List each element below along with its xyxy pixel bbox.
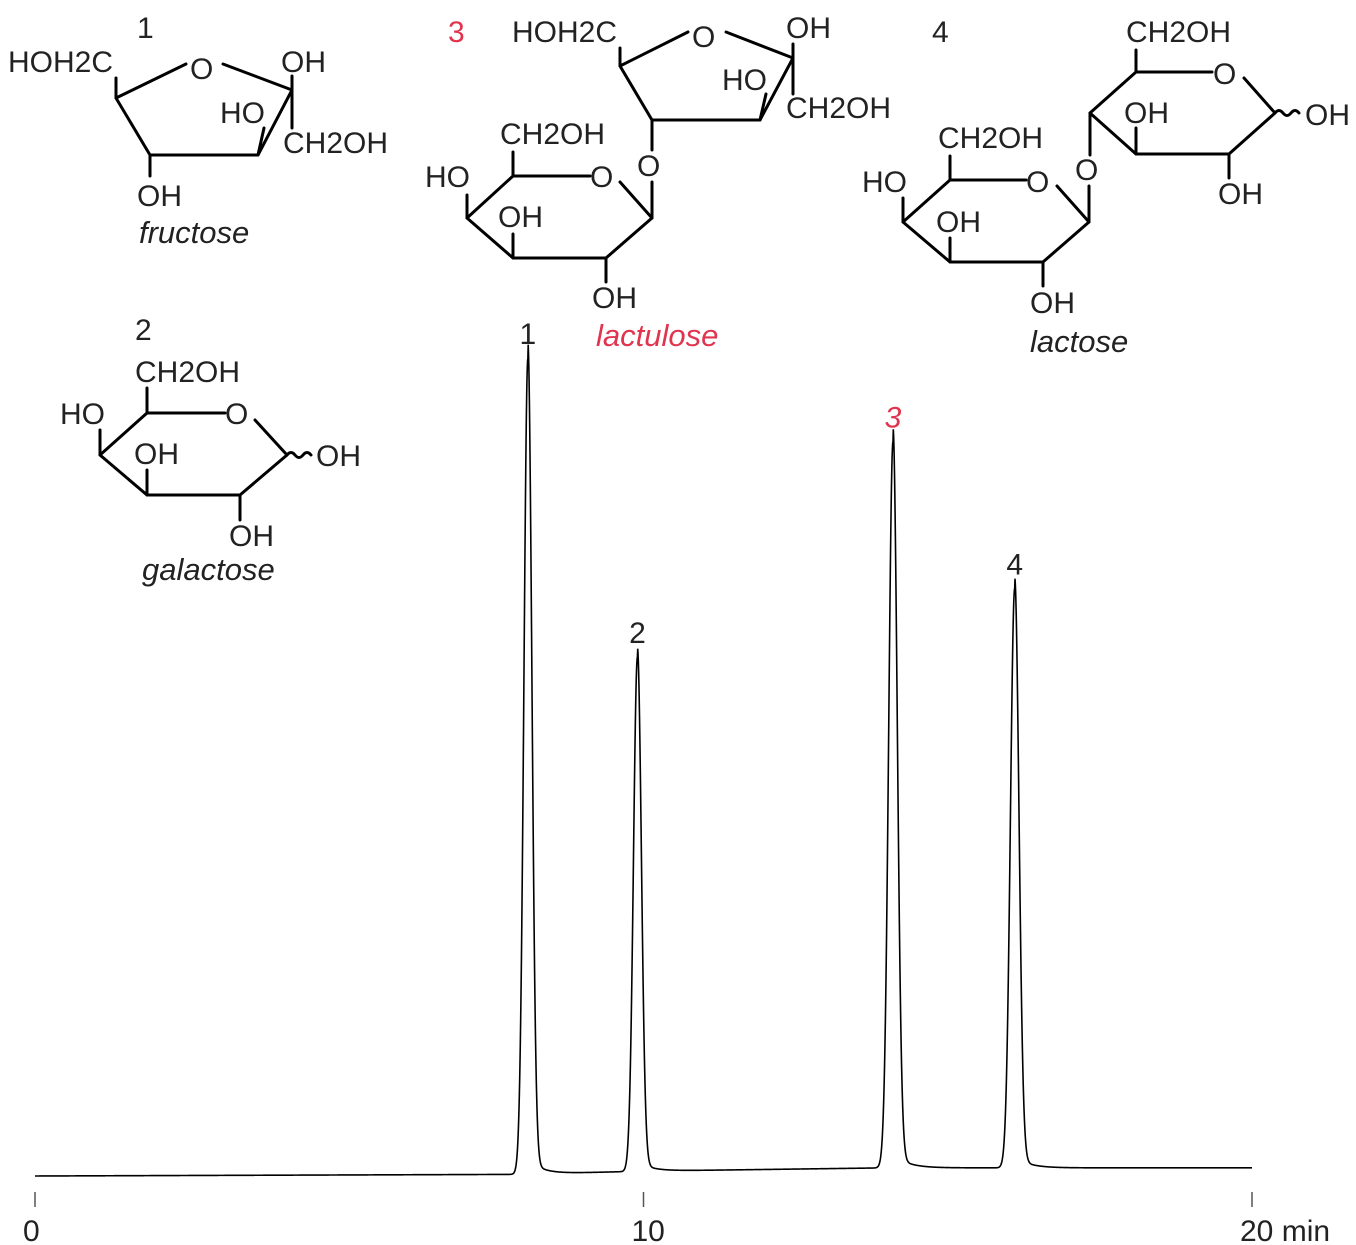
galactose-wavy-bond <box>285 451 313 459</box>
galactose-ho-label: HO <box>60 398 105 431</box>
fructose-ring-bonds <box>114 62 294 157</box>
lactulose-oh-top: OH <box>786 12 831 45</box>
lactose-ch2oh-top: CH2OH <box>1126 16 1231 49</box>
lactulose-oh-bottom: OH <box>592 282 637 315</box>
galactose-ch2oh-label: CH2OH <box>135 356 240 389</box>
galactose-name-label: galactose <box>142 552 275 587</box>
lactose-top-ring-oxygen: O <box>1213 58 1236 91</box>
structure-lactulose: 3 HOH2C O OH HO CH2OH O CH2OH HO O OH OH… <box>425 12 891 353</box>
fructose-ch2oh-label: CH2OH <box>283 127 388 160</box>
lactose-ho-left: HO <box>862 166 907 199</box>
lactulose-pyranose-bonds <box>465 174 654 260</box>
structure-number-3: 3 <box>448 16 465 49</box>
lactulose-hoh2c-label: HOH2C <box>512 16 617 49</box>
structure-number-4: 4 <box>932 16 949 49</box>
structure-fructose: 1 HOH2C O OH HO CH2OH OH fructose <box>8 12 388 250</box>
peak-label-1: 1 <box>520 318 537 351</box>
lactose-left-ring-oxygen: O <box>1026 166 1049 199</box>
fructose-hoh2c-label: HOH2C <box>8 46 113 79</box>
x-tick-label-20: 20 min <box>1240 1215 1330 1245</box>
lactulose-linking-oxygen: O <box>637 150 660 183</box>
fructose-oh-top: OH <box>281 46 326 79</box>
structure-lactose: 4 CH2OH O OH OH OH O CH2OH HO O OH OH la… <box>862 16 1350 359</box>
lactulose-pyranose-oxygen: O <box>590 161 613 194</box>
lactose-left-ring-bonds <box>901 178 1091 264</box>
lactulose-ho-label: HO <box>722 64 767 97</box>
galactose-ring-oxygen: O <box>225 398 248 431</box>
lactose-oh-inner-left: OH <box>936 206 981 239</box>
fructose-ring-oxygen: O <box>190 53 213 86</box>
lactulose-ch2oh-pyranose: CH2OH <box>500 118 605 151</box>
peak-label-4: 4 <box>1006 548 1023 581</box>
lactulose-ho-pyranose: HO <box>425 161 470 194</box>
galactose-ring-bonds <box>98 411 289 497</box>
structure-number-1: 1 <box>137 12 154 45</box>
x-tick-label-10: 10 <box>632 1215 665 1245</box>
galactose-substituent-bonds <box>98 386 242 522</box>
lactose-top-ring-bonds <box>1088 70 1277 156</box>
fructose-ho-label: HO <box>220 97 265 130</box>
lactulose-name-label: lactulose <box>596 318 718 353</box>
lactose-top-substituents <box>1088 48 1231 180</box>
fructose-name-label: fructose <box>139 215 249 250</box>
lactose-name-label: lactose <box>1030 324 1128 359</box>
chromatogram-trace <box>35 344 1252 1177</box>
lactose-oh-bottom: OH <box>1030 287 1075 320</box>
lactose-oh-inner-top: OH <box>1124 97 1169 130</box>
fructose-substituent-bonds <box>114 74 294 178</box>
lactulose-oh-inner: OH <box>498 201 543 234</box>
galactose-oh-right: OH <box>316 440 361 473</box>
lactulose-ring-oxygen: O <box>692 21 715 54</box>
peak-label-2: 2 <box>629 617 646 650</box>
lactulose-ch2oh-label: CH2OH <box>786 92 891 125</box>
lactulose-pyranose-substituents <box>465 150 654 284</box>
structure-galactose: 2 CH2OH HO O OH OH OH galactose <box>60 314 361 587</box>
galactose-oh-inner: OH <box>134 438 179 471</box>
structure-number-2: 2 <box>135 314 152 347</box>
lactose-oh-right: OH <box>1305 99 1350 132</box>
peak-label-3: 3 <box>885 402 902 435</box>
lactose-ch2oh-left: CH2OH <box>938 122 1043 155</box>
lactose-wavy-bond <box>1273 109 1301 117</box>
fructose-oh-bottom: OH <box>137 180 182 213</box>
galactose-oh-bottom: OH <box>229 520 274 553</box>
x-tick-label-0: 0 <box>23 1215 40 1245</box>
chromatogram-plot: 1 2 3 4 0 10 20 min <box>23 318 1330 1245</box>
lactose-oh-right-bottom: OH <box>1218 178 1263 211</box>
lactose-linking-oxygen: O <box>1075 154 1098 187</box>
lactose-left-substituents <box>901 154 1091 288</box>
lactulose-furanose-substituents <box>618 42 795 152</box>
lactulose-furanose-bonds <box>618 30 795 122</box>
